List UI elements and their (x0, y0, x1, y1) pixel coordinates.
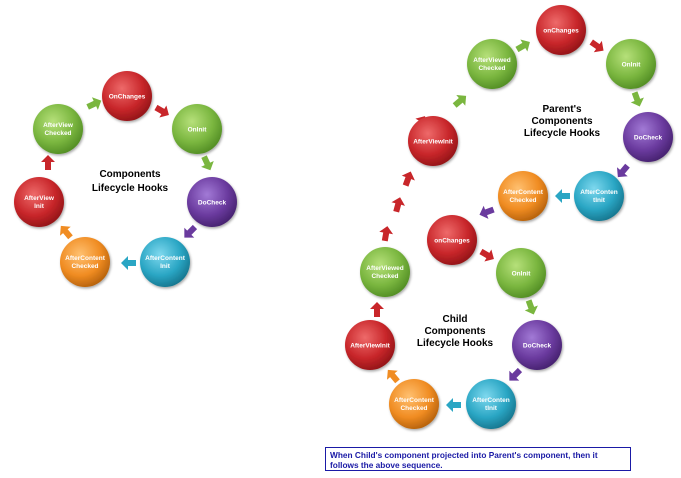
child-arrow-2 (524, 299, 538, 315)
left-node-onchanges: OnChanges (102, 71, 152, 121)
parent-arrow-1 (589, 39, 604, 53)
svg-text:OnChanges: OnChanges (109, 94, 146, 101)
child-arrow-7 (379, 226, 394, 242)
child-arrow-5 (386, 369, 400, 384)
left-node-docheck: DoCheck (187, 177, 237, 227)
child-cycle-title-line-2: Components (424, 326, 486, 337)
left-arrow-1 (154, 104, 169, 118)
child-arrow-8 (391, 197, 406, 213)
left-arrow-6 (41, 155, 55, 170)
left-cycle-title-line-1: Components (99, 169, 161, 180)
child-node-onchanges: onChanges (427, 215, 477, 265)
left-node-oninit: OnInit (172, 104, 222, 154)
child-arrow-3 (509, 367, 523, 381)
svg-text:AfterViewInit: AfterViewInit (24, 195, 55, 210)
child-arrow-1 (479, 248, 494, 262)
svg-text:DoCheck: DoCheck (634, 135, 663, 142)
left-arrow-4 (121, 256, 136, 270)
parent-arrow-4 (555, 189, 570, 203)
svg-text:AfterViewInit: AfterViewInit (413, 139, 453, 146)
child-arrow-6 (370, 302, 384, 317)
parent-cycle-title-line-2: Components (531, 116, 593, 127)
parent-arrow-5 (479, 205, 495, 219)
left-arrow-3 (184, 224, 198, 238)
svg-text:OnInit: OnInit (188, 127, 208, 134)
parent-arrow-6 (515, 39, 530, 53)
svg-text:OnInit: OnInit (622, 62, 642, 69)
parent-node-afterviewinit: AfterViewInit (408, 116, 458, 166)
parent-node-onchanges: onChanges (536, 5, 586, 55)
left-arrow-7 (86, 97, 102, 110)
child-node-docheck: DoCheck (512, 320, 562, 370)
left-cycle-title-line-2: Lifecycle Hooks (92, 183, 169, 194)
svg-text:OnInit: OnInit (512, 271, 532, 278)
svg-text:onChanges: onChanges (543, 28, 579, 35)
child-arrow-9 (401, 171, 415, 187)
parent-arrow-2 (630, 91, 644, 107)
svg-text:DoCheck: DoCheck (198, 200, 227, 207)
child-node-afterviewinit: AfterViewInit (345, 320, 395, 370)
child-cycle-title-line-3: Lifecycle Hooks (417, 338, 494, 349)
parent-node-oninit: OnInit (606, 39, 656, 89)
parent-arrow-7 (452, 94, 467, 108)
parent-node-docheck: DoCheck (623, 112, 673, 162)
svg-text:DoCheck: DoCheck (523, 343, 552, 350)
parent-cycle-title-line-3: Lifecycle Hooks (524, 128, 601, 139)
child-node-oninit: OnInit (496, 248, 546, 298)
svg-text:AfterViewInit: AfterViewInit (350, 343, 390, 350)
left-arrow-2 (201, 155, 214, 171)
left-arrow-5 (59, 225, 73, 240)
svg-text:onChanges: onChanges (434, 238, 470, 245)
child-arrow-4 (446, 398, 461, 412)
parent-arrow-3 (616, 163, 630, 178)
parent-cycle-title-line-1: Parent's (542, 104, 582, 115)
child-cycle-title-line-1: Child (443, 314, 468, 325)
sequence-caption: When Child's component projected into Pa… (325, 447, 631, 471)
